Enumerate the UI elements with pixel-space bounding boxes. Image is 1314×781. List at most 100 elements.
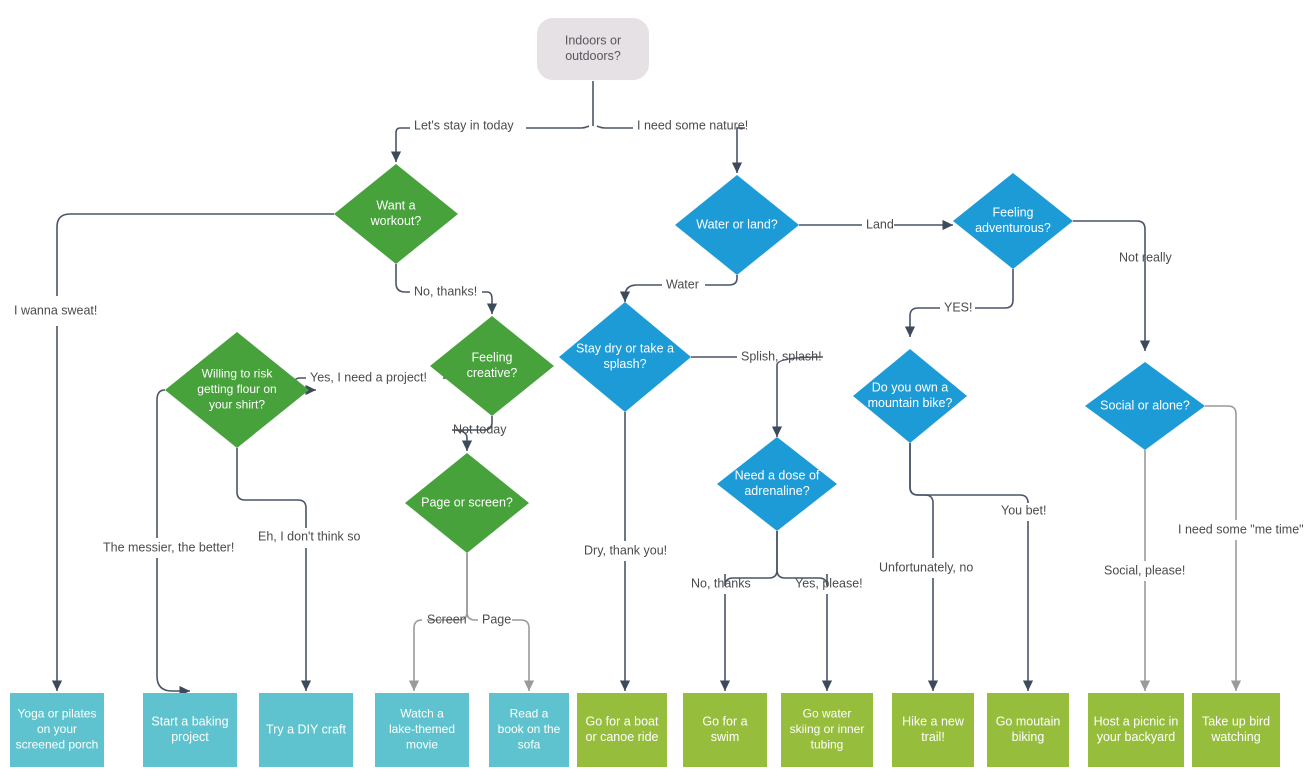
terminal-box-shape[interactable] xyxy=(10,693,104,767)
decision-diamond[interactable] xyxy=(717,437,837,531)
node-label-line: Need a dose of xyxy=(735,469,820,483)
terminal-box-shape[interactable] xyxy=(781,693,873,767)
edge-segment xyxy=(724,531,778,587)
edge-segment xyxy=(526,125,590,129)
node-label-line: splash? xyxy=(603,357,646,371)
node-page_or_screen[interactable]: Page or screen? xyxy=(405,453,529,553)
decision-diamond[interactable] xyxy=(165,332,309,448)
edge-label: Land xyxy=(866,217,894,231)
start-node-shape[interactable] xyxy=(537,18,649,80)
edge-label: Splish, splash! xyxy=(741,349,822,363)
node-label-line: your shirt? xyxy=(209,398,265,412)
node-label-line: on your xyxy=(37,722,77,736)
edge-label: I need some nature! xyxy=(637,118,748,132)
edge-label: Water xyxy=(666,277,699,291)
node-label-line: Go water xyxy=(803,707,852,721)
edge-e-no-thanks: No, thanks! xyxy=(395,264,498,315)
node-water_or_land[interactable]: Water or land? xyxy=(675,175,799,275)
node-label-line: Go for a xyxy=(702,715,747,729)
edge-e-eh-no: Eh, I don't think so xyxy=(236,448,360,692)
edge-label: I need some "me time" xyxy=(1178,522,1304,536)
node-label-line: biking xyxy=(1012,730,1045,744)
node-label-line: creative? xyxy=(467,366,518,380)
terminal-box-shape[interactable] xyxy=(1088,693,1184,767)
terminal-box-shape[interactable] xyxy=(577,693,667,767)
node-label-line: Go moutain xyxy=(996,715,1061,729)
edge-segment xyxy=(395,264,410,293)
terminal-box-shape[interactable] xyxy=(375,693,469,767)
edge-segment xyxy=(390,127,410,163)
node-label-line: sofa xyxy=(518,738,541,752)
node-label-line: your backyard xyxy=(1097,730,1176,744)
node-label-line: Indoors or xyxy=(565,34,621,48)
decision-diamond[interactable] xyxy=(559,302,691,412)
node-label-line: or canoe ride xyxy=(586,730,659,744)
node-social_or_alone[interactable]: Social or alone? xyxy=(1085,362,1205,450)
decision-diamond[interactable] xyxy=(1085,362,1205,450)
decision-diamond[interactable] xyxy=(430,316,554,416)
decision-diamond[interactable] xyxy=(953,173,1073,269)
terminal-box-shape[interactable] xyxy=(1192,693,1280,767)
terminal-box-shape[interactable] xyxy=(259,693,353,767)
edge-segment xyxy=(596,125,633,129)
edges-layer: Let's stay in today I need some nature! I … xyxy=(14,81,1304,697)
edge-segment xyxy=(975,269,1014,309)
node-label-line: skiing or inner xyxy=(790,722,865,736)
terminal-box-shape[interactable] xyxy=(683,693,767,767)
edge-e-me-time: I need some "me time" xyxy=(1178,405,1304,692)
edge-label: Yes, please! xyxy=(795,576,863,590)
edge-label: No, thanks! xyxy=(414,284,477,298)
terminal-box-shape[interactable] xyxy=(892,693,974,767)
decision-diamond[interactable] xyxy=(334,164,458,264)
edge-segment xyxy=(619,284,662,303)
edge-label: The messier, the better! xyxy=(103,540,234,554)
edge-e-no-adrenaline: No, thanks xyxy=(691,531,778,692)
edge-e-social: Social, please! xyxy=(1104,450,1185,692)
edge-segment xyxy=(776,531,828,587)
node-label-line: Feeling xyxy=(993,206,1034,220)
edge-e-wanna-sweat: I wanna sweat! xyxy=(14,213,334,692)
node-label-line: Feeling xyxy=(472,351,513,365)
node-label-line: swim xyxy=(711,730,739,744)
terminal-box-shape[interactable] xyxy=(489,693,569,767)
edge-segment xyxy=(156,389,166,538)
edge-segment xyxy=(904,307,940,338)
node-t_diy[interactable]: Try a DIY craft xyxy=(259,693,353,767)
node-label-line: trail! xyxy=(921,730,945,744)
edge-e-indoors: Let's stay in today xyxy=(390,118,590,163)
node-label-line: project xyxy=(171,730,209,744)
decision-diamond[interactable] xyxy=(405,453,529,553)
decision-diamond[interactable] xyxy=(675,175,799,275)
terminal-box-shape[interactable] xyxy=(987,693,1069,767)
node-label-line: book on the xyxy=(498,722,561,736)
terminal-box-shape[interactable] xyxy=(143,693,237,767)
edge-label: Dry, thank you! xyxy=(584,543,667,557)
node-label-line: Yoga or pilates xyxy=(18,707,97,721)
decision-diamond[interactable] xyxy=(853,349,967,443)
edge-e-yes-adrenaline: Yes, please! xyxy=(776,531,863,692)
node-label-line: workout? xyxy=(370,214,422,228)
edge-label: YES! xyxy=(944,300,973,314)
edge-label: Page xyxy=(482,612,511,626)
